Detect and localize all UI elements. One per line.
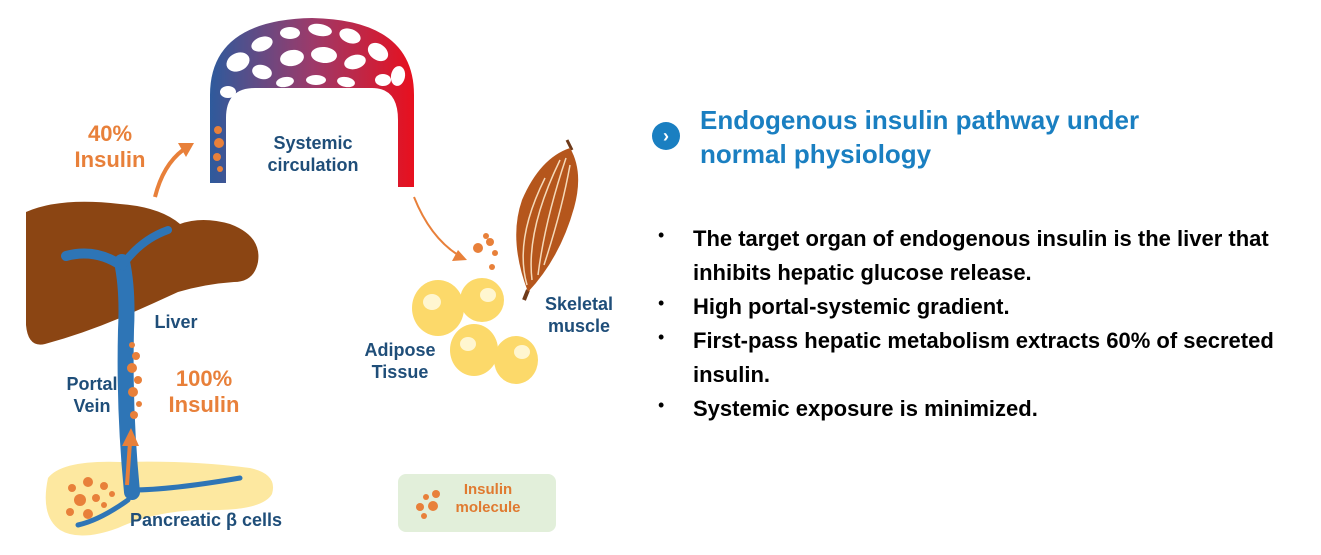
insulin-100-label: 100% Insulin	[168, 366, 240, 418]
bullet-item: First-pass hepatic metabolism extracts 6…	[652, 324, 1317, 392]
skeletal-muscle	[516, 139, 579, 301]
portal-insulin-dots	[127, 342, 142, 419]
bullet-item: Systemic exposure is minimized.	[652, 392, 1317, 426]
systemic-circulation-vessel	[210, 18, 414, 187]
legend-label: Insulin molecule	[455, 481, 521, 516]
panel-title: Endogenous insulin pathway under normal …	[700, 105, 1140, 169]
arrow-to-circulation	[153, 143, 194, 198]
systemic-circulation-label: Systemic circulation	[267, 133, 359, 175]
arrow-to-tissues	[413, 196, 467, 261]
diagram-illustration	[26, 18, 579, 536]
bullet-item: High portal-systemic gradient.	[652, 290, 1317, 324]
bullet-item: The target organ of endogenous insulin i…	[652, 222, 1317, 290]
pancreatic-insulin-dots	[66, 477, 115, 519]
panel-heading: › Endogenous insulin pathway under norma…	[652, 100, 1317, 172]
pancreatic-beta-cells-label: Pancreatic β cells	[129, 510, 283, 530]
description-panel: › Endogenous insulin pathway under norma…	[652, 100, 1317, 426]
tissue-insulin-dots	[473, 233, 498, 270]
adipose-tissue-label: Adipose Tissue	[364, 340, 436, 382]
legend-insulin-icon	[416, 490, 440, 519]
liver	[26, 201, 259, 345]
portal-vein-arrow	[122, 428, 139, 486]
skeletal-muscle-label: Skeletal muscle	[544, 294, 614, 336]
portal-vein-label: Portal Vein	[66, 374, 118, 416]
bullet-list: The target organ of endogenous insulin i…	[652, 222, 1317, 427]
insulin-40-label: 40% Insulin	[74, 121, 146, 173]
chevron-right-icon: ›	[652, 122, 680, 150]
liver-label: Liver	[154, 312, 198, 332]
adipose-tissue	[412, 278, 538, 384]
legend-box	[398, 474, 556, 532]
